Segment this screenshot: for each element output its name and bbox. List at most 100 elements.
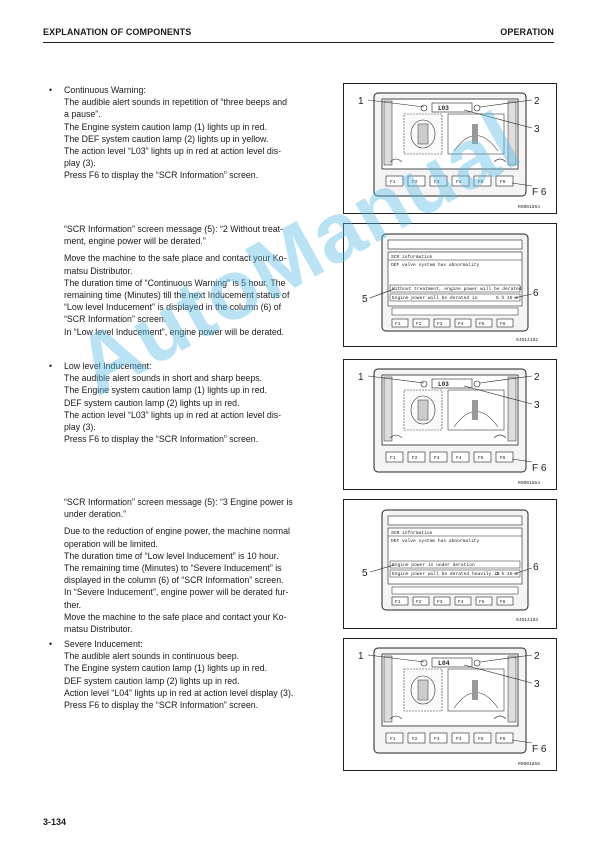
screen-title: SCR information (391, 530, 433, 536)
text-line: In “Severe Inducement”, engine power wil… (64, 587, 289, 598)
figure-monitor-severe-inducement: L04 F1 F2 F3 F4 F5 F6 1 2 3 F 6 RS001856 (343, 638, 557, 771)
text-line: under deration.” (64, 509, 127, 520)
header-section-title: EXPLANATION OF COMPONENTS (43, 27, 192, 37)
text-line: The audible alert sounds in continuous b… (64, 651, 240, 662)
f5-key: F5 (478, 179, 484, 185)
f6-key: F6 (500, 736, 506, 742)
text-line: remaining time (Minutes) till the next I… (64, 290, 290, 301)
text-line: matsu Distributor. (64, 265, 133, 276)
section-scr-message-2: “SCR Information” screen message (5): “2… (64, 223, 333, 338)
text-line: Move the machine to the safe place and c… (64, 253, 287, 264)
text-line: “SCR Information” screen message (5): “3… (64, 497, 293, 507)
text-line: Move the machine to the safe place and c… (64, 611, 287, 622)
remaining-time-value: 5 h 15 m (496, 295, 518, 301)
bullet-icon: • (49, 361, 53, 371)
action-level-display: L03 (438, 381, 449, 388)
figure-code: 9JD14182 (516, 337, 538, 343)
text-line: play (3). (64, 158, 96, 169)
text-line: Press F6 to display the “SCR Information… (64, 434, 259, 445)
f4-key: F4 (456, 736, 462, 742)
callout-3: 3 (534, 400, 540, 411)
message-row-3: Engine power will be derated in (392, 295, 478, 301)
section-title: Continuous Warning: (64, 85, 146, 95)
text-line: The Engine system caution lamp (1) light… (64, 663, 267, 674)
bullet-icon: • (49, 639, 53, 649)
bullet-icon: • (49, 85, 53, 95)
f3-key: F3 (434, 179, 440, 185)
text-line: Action level “L04” lights up in red at a… (64, 687, 294, 698)
text-line: displayed in the column (6) of “SCR Info… (64, 575, 284, 586)
page-number: 3-134 (43, 817, 67, 827)
remaining-time-value: 3 h 15 m (496, 571, 518, 577)
text-line: The remaining time (Minutes) to “Severe … (64, 563, 282, 574)
callout-6: 6 (533, 288, 539, 299)
section-scr-message-3: “SCR Information” screen message (5): “3… (64, 496, 333, 635)
f4-key: F4 (456, 179, 462, 185)
action-level-display: L03 (438, 105, 449, 112)
text-line: a pause”. (64, 109, 101, 120)
text-line: “SCR Information” screen. (64, 314, 167, 325)
figure-code: RS001854 (518, 204, 540, 210)
section-title: Low level Inducement: (64, 361, 152, 371)
text-line: The duration time of “Continuous Warning… (64, 277, 286, 288)
f1-key: F1 (390, 179, 396, 185)
figure-code: RS001856 (518, 761, 540, 767)
text-line: ment, engine power will be derated.” (64, 236, 206, 247)
f3-key: F3 (437, 599, 443, 605)
text-line: The action level “L03” lights up in red … (64, 409, 282, 420)
text-line: “Low level Inducement” is displayed in t… (64, 302, 282, 313)
message-row-1: DEF valve system has abnormality (391, 538, 479, 544)
text-line: operation will be limited. (64, 538, 158, 549)
section-title: Severe Inducement: (64, 639, 143, 649)
text-line: The action level “L03” lights up in red … (64, 146, 282, 157)
text-line: DEF system caution lamp (2) lights up in… (64, 675, 240, 686)
callout-3: 3 (534, 679, 540, 690)
text-line: “SCR Information” screen message (5): “2… (64, 224, 284, 234)
message-row-2: Engine power is under deration (392, 562, 475, 568)
text-line: In “Low level Inducement”, engine power … (64, 326, 285, 337)
f4-key: F4 (456, 455, 462, 461)
section-severe-inducement: • Severe Inducement: The audible alert s… (49, 638, 333, 711)
f2-key: F2 (412, 455, 418, 461)
text-line: The DEF system caution lamp (2) lights u… (64, 133, 269, 144)
text-line: Due to the reduction of engine power, th… (64, 526, 290, 537)
text-line: Press F6 to display the “SCR Information… (64, 700, 259, 711)
figure-scr-information-1: SCR information DEF valve system has abn… (343, 223, 557, 347)
text-line: ther. (64, 599, 82, 610)
callout-3: 3 (534, 124, 540, 135)
callout-5: 5 (362, 294, 368, 305)
callout-1: 1 (358, 96, 364, 107)
f3-key: F3 (437, 321, 443, 327)
figure-scr-information-2: SCR information DEF valve system has abn… (343, 499, 557, 629)
text-line: The audible alert sounds in short and sh… (64, 373, 263, 384)
message-row-2: Without treatment, engine power will be … (392, 286, 522, 292)
f1-key: F1 (395, 599, 401, 605)
figure-monitor-low-level-inducement: L03 F1 F2 F3 F4 F5 F6 1 2 3 F 6 RS001854 (343, 359, 557, 490)
header-chapter-title: OPERATION (500, 27, 554, 37)
f2-key: F2 (416, 321, 422, 327)
action-level-display: L04 (438, 660, 450, 667)
callout-f6: F 6 (532, 187, 547, 198)
text-line: Press F6 to display the “SCR Information… (64, 170, 259, 181)
f6-key: F6 (500, 455, 506, 461)
f4-key: F4 (458, 321, 464, 327)
f2-key: F2 (416, 599, 422, 605)
text-line: The duration time of “Low level Induceme… (64, 550, 279, 561)
callout-f6: F 6 (532, 744, 547, 755)
callout-5: 5 (362, 568, 368, 579)
figure-monitor-continuous-warning: L03 F1 F2 F3 F4 F5 F6 1 2 3 F 6 RS001854 (343, 83, 557, 214)
f1-key: F1 (390, 736, 396, 742)
callout-2: 2 (534, 96, 540, 107)
f6-key: F6 (500, 321, 506, 327)
message-row-1: DEF valve system has abnormality (391, 262, 479, 268)
f4-key: F4 (458, 599, 464, 605)
callout-6: 6 (533, 562, 539, 573)
text-line: The Engine system caution lamp (1) light… (64, 121, 267, 132)
callout-2: 2 (534, 651, 540, 662)
callout-2: 2 (534, 372, 540, 383)
section-continuous-warning: • Continuous Warning: The audible alert … (49, 84, 333, 182)
text-line: The Engine system caution lamp (1) light… (64, 385, 267, 396)
text-line: play (3). (64, 422, 96, 433)
f5-key: F5 (478, 455, 484, 461)
message-row-3: Engine power will be derated heavily in (392, 571, 500, 577)
